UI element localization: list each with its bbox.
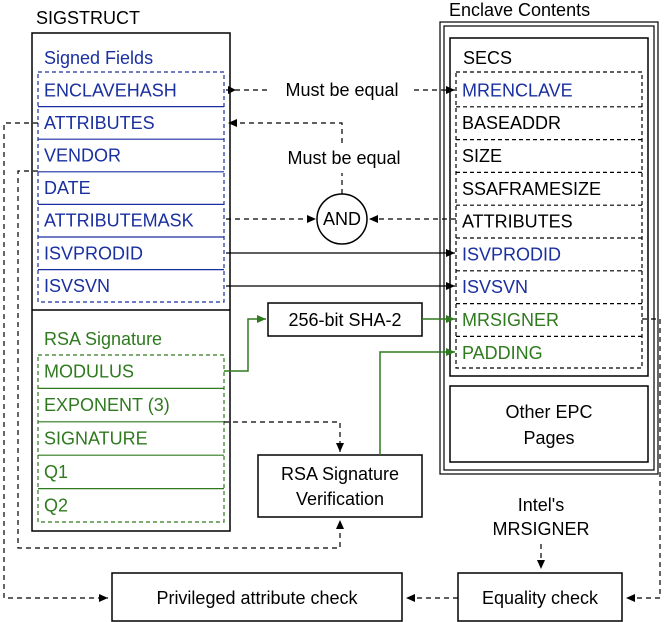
rsa-verification-box bbox=[257, 454, 423, 518]
secs-fields-list: MRENCLAVE BASEADDR SIZE SSAFRAMESIZE ATTRIBU… bbox=[456, 80, 642, 363]
rsa-field-exponent-3: EXPONENT (3) bbox=[44, 395, 170, 415]
intel-mrsigner-line2: MRSIGNER bbox=[492, 519, 589, 539]
signed-fields-box bbox=[37, 71, 225, 303]
secs-field-size: SIZE bbox=[462, 146, 502, 166]
rsa-verification-line2: Verification bbox=[296, 489, 384, 509]
secs-field-padding: PADDING bbox=[462, 343, 543, 363]
secs-field-ssaframesize: SSAFRAMESIZE bbox=[462, 179, 601, 199]
secs-field-mrenclave: MRENCLAVE bbox=[462, 80, 573, 100]
signed-field-enclavehash: ENCLAVEHASH bbox=[44, 80, 177, 100]
and-to-attributes-arrow bbox=[228, 119, 343, 143]
signed-field-vendor: VENDOR bbox=[44, 146, 121, 166]
mrsigner-to-equality-arrow bbox=[626, 318, 661, 602]
must-equal-arrowhead-left bbox=[228, 86, 236, 94]
modulus-to-sha-arrow bbox=[224, 315, 266, 372]
secs-field-mrsigner: MRSIGNER bbox=[462, 310, 559, 330]
must-be-equal-label-1: Must be equal bbox=[285, 80, 398, 100]
rsa-verification-line1: RSA Signature bbox=[281, 464, 399, 484]
secs-field-isvprodid: ISVPRODID bbox=[462, 244, 561, 264]
signature-to-verify-arrow bbox=[224, 421, 344, 452]
signed-field-attributes: ATTRIBUTES bbox=[44, 113, 155, 133]
sha2-label: 256-bit SHA-2 bbox=[288, 310, 401, 330]
intel-mrsigner-line1: Intel's bbox=[518, 495, 564, 515]
signed-field-date: DATE bbox=[44, 178, 91, 198]
signed-fields-title: Signed Fields bbox=[44, 48, 153, 68]
enclave-box-inner bbox=[443, 25, 655, 471]
secs-field-attributes: ATTRIBUTES bbox=[462, 212, 573, 232]
vendor-to-verify-arrow bbox=[17, 170, 344, 549]
rsa-field-modulus: MODULUS bbox=[44, 362, 134, 382]
sigstruct-box bbox=[31, 32, 231, 532]
rsa-signature-box bbox=[37, 354, 225, 523]
attributes-to-privileged-arrow bbox=[3, 122, 108, 602]
verify-to-padding-arrow bbox=[379, 348, 455, 455]
signed-field-isvprodid: ISVPRODID bbox=[44, 243, 143, 263]
other-epc-pages-box bbox=[449, 385, 649, 463]
sigstruct-title: SIGSTRUCT bbox=[36, 8, 140, 28]
must-be-equal-label-2: Must be equal bbox=[287, 148, 400, 168]
signed-field-attributemask: ATTRIBUTEMASK bbox=[44, 211, 194, 231]
secs-fields-box bbox=[455, 71, 643, 369]
privileged-check-box bbox=[111, 572, 403, 622]
enclave-title: Enclave Contents bbox=[449, 0, 590, 20]
signed-fields-list: ENCLAVEHASH ATTRIBUTES VENDOR DATE ATTRIBUTE… bbox=[38, 80, 224, 296]
privileged-check-label: Privileged attribute check bbox=[156, 588, 358, 608]
rsa-field-q1: Q1 bbox=[44, 462, 68, 482]
secs-box bbox=[449, 37, 649, 377]
other-epc-pages-line1: Other EPC bbox=[505, 402, 592, 422]
secs-field-isvsvn: ISVSVN bbox=[462, 277, 528, 297]
rsa-field-q2: Q2 bbox=[44, 495, 68, 515]
rsa-field-signature: SIGNATURE bbox=[44, 429, 148, 449]
sha2-box bbox=[267, 302, 423, 337]
and-gate-label: AND bbox=[323, 209, 361, 229]
equality-check-box bbox=[457, 572, 623, 622]
equality-check-label: Equality check bbox=[482, 588, 599, 608]
rsa-signature-title: RSA Signature bbox=[44, 329, 162, 349]
enclave-box-outer bbox=[439, 21, 659, 475]
signed-field-isvsvn: ISVSVN bbox=[44, 276, 110, 296]
other-epc-pages-line2: Pages bbox=[523, 428, 574, 448]
secs-title: SECS bbox=[463, 48, 512, 68]
secs-field-baseaddr: BASEADDR bbox=[462, 113, 561, 133]
